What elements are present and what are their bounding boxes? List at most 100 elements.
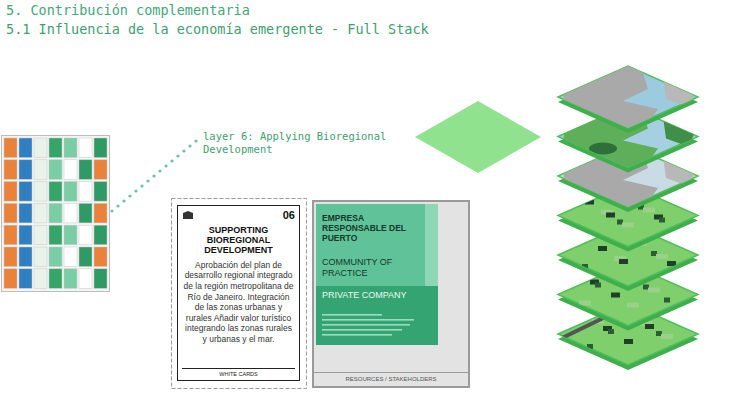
mini-card <box>34 269 47 289</box>
forest <box>589 143 617 155</box>
mini-card <box>34 225 47 245</box>
card-grid-frame <box>2 136 110 292</box>
island <box>663 156 698 186</box>
layer-item <box>608 329 614 334</box>
mini-card <box>64 138 77 158</box>
card-number: 06 <box>182 209 295 222</box>
mini-card <box>94 182 107 202</box>
panel-footer: RESOURCES / STAKEHOLDERS <box>314 372 468 386</box>
card-heading: SUPPORTING BIOREGIONAL DEVELOPMENT <box>182 225 295 256</box>
mini-card <box>79 182 92 202</box>
mini-card <box>34 160 47 180</box>
mini-card <box>49 225 62 245</box>
card-footer: WHITE CARDS <box>182 368 295 377</box>
white-card: 06SUPPORTING BIOREGIONAL DEVELOPMENTApro… <box>177 205 300 381</box>
mini-card <box>79 247 92 267</box>
leader-dot <box>128 194 131 197</box>
layer-stack <box>558 57 698 370</box>
mini-card <box>4 269 17 289</box>
layer-item <box>619 259 628 264</box>
layer-item <box>661 334 673 339</box>
layer-item <box>606 213 615 218</box>
mini-card <box>34 138 47 158</box>
mini-card <box>94 225 107 245</box>
layer-item <box>627 303 639 308</box>
stakeholder-band: PRIVATE COMPANY <box>316 286 438 345</box>
layer-item <box>582 264 588 269</box>
mini-card <box>94 160 107 180</box>
mini-card <box>94 247 107 267</box>
mini-card <box>64 225 77 245</box>
card-frame <box>172 199 307 389</box>
mini-card <box>4 182 17 202</box>
layer-item <box>579 301 591 306</box>
leader-dot <box>134 189 137 192</box>
layer-item <box>659 218 665 223</box>
mini-card <box>19 225 32 245</box>
mini-card <box>79 225 92 245</box>
leader-dot <box>146 179 149 182</box>
layer-item <box>664 298 670 303</box>
leader-dot <box>110 209 113 212</box>
resources-panel: RESOURCES / STAKEHOLDERS EMPRESA RESPONSA… <box>312 200 470 388</box>
mini-card <box>49 247 62 267</box>
mini-card <box>94 269 107 289</box>
layer-item <box>645 324 654 329</box>
mini-card <box>79 203 92 223</box>
mini-card <box>94 203 107 223</box>
mini-card <box>49 269 62 289</box>
mini-card <box>64 160 77 180</box>
mini-card <box>19 138 32 158</box>
mini-card <box>19 203 32 223</box>
mini-card <box>19 247 32 267</box>
mini-card <box>19 160 32 180</box>
layer-item <box>624 339 633 344</box>
layer-label: layer 6: Applying Bioregional Developmen… <box>203 130 393 155</box>
mini-card <box>79 269 92 289</box>
mini-card <box>79 138 92 158</box>
layer-item <box>643 208 655 213</box>
card-grid <box>4 138 107 288</box>
island <box>663 117 698 147</box>
mini-card <box>4 247 17 267</box>
leader-dot <box>140 184 143 187</box>
leader-dot <box>176 154 179 157</box>
slide-title: 5. Contribución complementaria <box>6 2 250 18</box>
mini-card <box>4 138 17 158</box>
leader-dot <box>152 174 155 177</box>
slide-subtitle: 5.1 Influencia de la economía emergente … <box>6 21 429 37</box>
mini-card <box>49 160 62 180</box>
fine-print <box>322 314 422 340</box>
layer-item <box>598 246 607 251</box>
layer-item <box>611 293 620 298</box>
mini-card <box>64 182 77 202</box>
mini-card <box>4 160 17 180</box>
map-layer <box>558 57 698 137</box>
mini-card <box>19 269 32 289</box>
mini-card <box>64 269 77 289</box>
mini-card <box>49 182 62 202</box>
mini-card <box>79 160 92 180</box>
layer-plane <box>415 101 541 173</box>
leader-dot <box>116 204 119 207</box>
mini-card <box>34 203 47 223</box>
mini-card <box>19 182 32 202</box>
mini-card <box>64 203 77 223</box>
mini-card <box>94 138 107 158</box>
leader-dot <box>170 159 173 162</box>
mini-card <box>4 203 17 223</box>
mini-card <box>49 138 62 158</box>
stakeholder-card: EMPRESA RESPONSABLE DEL PUERTOCOMMUNITY … <box>316 204 438 345</box>
stakeholder-type: COMMUNITY OF PRACTICE <box>322 257 420 278</box>
mini-card <box>49 203 62 223</box>
leader-dot <box>182 149 185 152</box>
leader-dot <box>194 139 197 142</box>
mini-card <box>64 247 77 267</box>
leader-dot <box>158 169 161 172</box>
layer-item <box>587 344 593 349</box>
layer-item <box>595 283 601 288</box>
card-icon <box>182 210 194 220</box>
layer-item <box>656 254 668 259</box>
layer-item <box>667 261 676 266</box>
